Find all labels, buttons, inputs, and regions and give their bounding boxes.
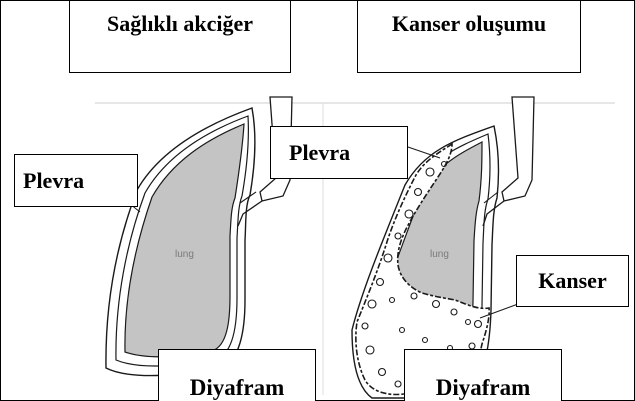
plevra-label-left: Plevra <box>14 154 138 207</box>
diyafram-label-left: Diyafram <box>158 349 316 401</box>
diyafram-label-right: Diyafram <box>404 349 562 401</box>
cancer-formation-title-text: Kanser oluşumu <box>392 11 546 37</box>
healthy-lung-text: lung <box>175 249 194 260</box>
diyafram-label-left-text: Diyafram <box>190 375 285 401</box>
healthy-lung: lung <box>106 97 292 376</box>
plevra-label-left-text: Plevra <box>23 168 84 194</box>
diyafram-label-right-text: Diyafram <box>436 375 531 401</box>
healthy-lung-title: Sağlıklı akciğer <box>69 0 291 73</box>
kanser-label-text: Kanser <box>538 268 606 294</box>
cancer-formation-title: Kanser oluşumu <box>357 0 581 73</box>
cancer-lung-text: lung <box>430 249 449 260</box>
plevra-label-right-text: Plevra <box>289 140 350 166</box>
kanser-label: Kanser <box>516 255 629 307</box>
healthy-lung-tissue <box>125 124 244 357</box>
cancer-trachea <box>502 97 534 201</box>
plevra-label-right: Plevra <box>270 126 408 179</box>
healthy-lung-title-text: Sağlıklı akciğer <box>107 11 253 37</box>
